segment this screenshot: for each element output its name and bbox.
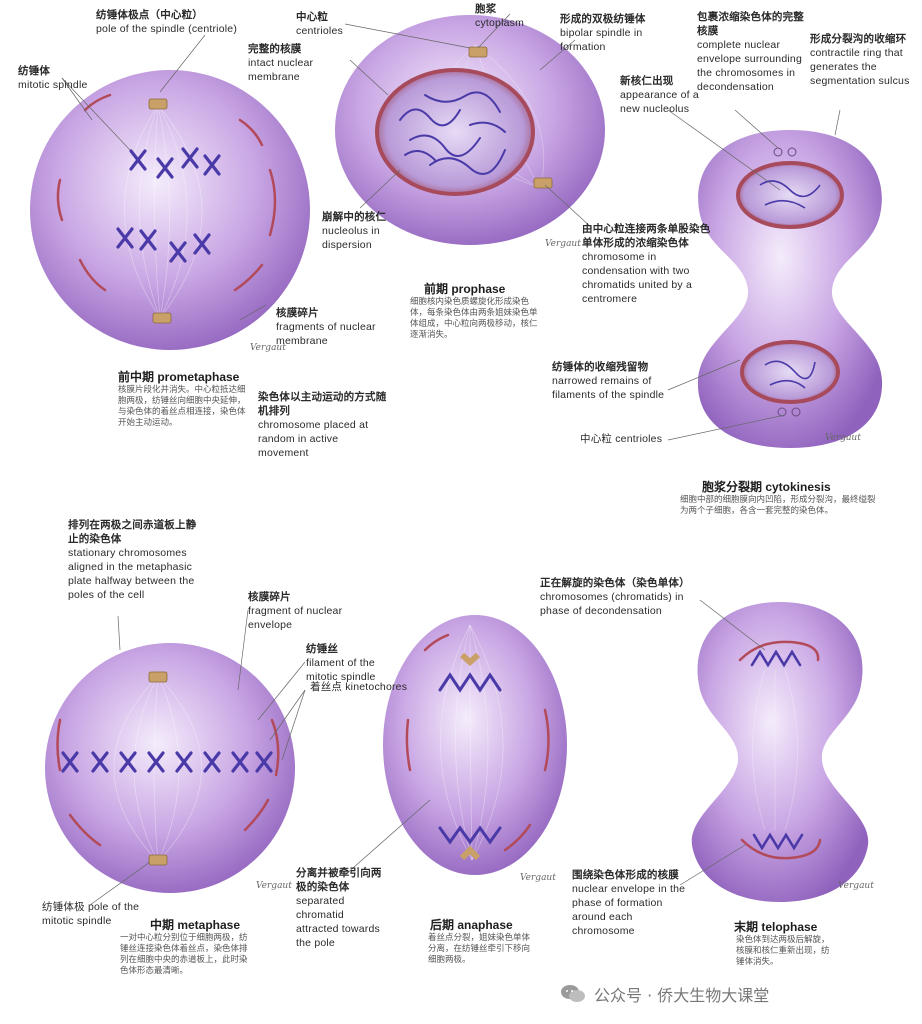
- anaphase-cell: [344, 615, 567, 876]
- title-metaphase: 中期 metaphase: [150, 918, 241, 932]
- desc-anaphase: 着丝点分裂，姐妹染色单体分离，在纺锤丝牵引下移向细胞两极。: [428, 932, 531, 964]
- signatures: Vergaut Vergaut Vergaut Vergaut Vergaut …: [250, 239, 874, 891]
- wechat-icon: [561, 985, 585, 1002]
- title-cytokinesis: 胞浆分裂期 cytokinesis: [702, 480, 831, 494]
- desc-prometaphase: 核膜片段化并消失。中心粒抵达细胞两极，纺锤丝向细胞中央延伸，与染色体的着丝点相连…: [118, 384, 246, 427]
- title-anaphase: 后期 anaphase: [430, 918, 513, 932]
- title-prophase: 前期 prophase: [424, 282, 506, 296]
- label-pole-bottom: 纺锤体极 pole of the mitotic spindle: [42, 901, 140, 927]
- prophase-cell: [335, 13, 605, 245]
- telophase-cell: [679, 599, 869, 902]
- desc-metaphase: 一对中心粒分别位于细胞两极，纺锤丝连接染色体着丝点，染色体排列在细胞中央的赤道板…: [120, 932, 248, 975]
- label-kinetochores: 着丝点 kinetochores: [310, 681, 408, 693]
- footer-text: 公众号 · 侨大生物大课堂: [594, 986, 770, 1005]
- title-telophase: 末期 telophase: [734, 920, 818, 934]
- signature-2: Vergaut: [545, 239, 581, 249]
- signature-5: Vergaut: [520, 873, 556, 883]
- label-pole-spindle: 纺锤体极点（中心粒）pole of the spindle (centriole…: [96, 9, 238, 35]
- cytokinesis-cell: [667, 109, 883, 448]
- signature-1: Vergaut: [250, 343, 286, 353]
- wechat-footer: 公众号 · 侨大生物大课堂: [560, 982, 769, 1006]
- signature-4: Vergaut: [256, 881, 292, 891]
- prometaphase-cell: [30, 34, 310, 350]
- signature-3: Vergaut: [825, 433, 861, 443]
- title-prometaphase: 前中期 prometaphase: [118, 370, 240, 384]
- signature-6: Vergaut: [838, 881, 874, 891]
- desc-prophase: 细胞核内染色质螺旋化形成染色体，每条染色体由两条姐妹染色单体组成，中心粒向两极移…: [410, 296, 538, 339]
- desc-cytokinesis: 细胞中部的细胞膜向内凹陷，形成分裂沟，最终缢裂为两个子细胞，各含一套完整的染色体…: [680, 494, 876, 515]
- metaphase-cell: [45, 609, 306, 906]
- label-centrioles-bottom: 中心粒 centrioles: [580, 433, 663, 445]
- desc-telophase: 染色体到达两极后解旋，核膜和核仁重新出现，纺锤体消失。: [736, 934, 830, 966]
- label-decondensation: 正在解旋的染色体（染色单体）chromosomes (chromatids) i…: [540, 577, 690, 617]
